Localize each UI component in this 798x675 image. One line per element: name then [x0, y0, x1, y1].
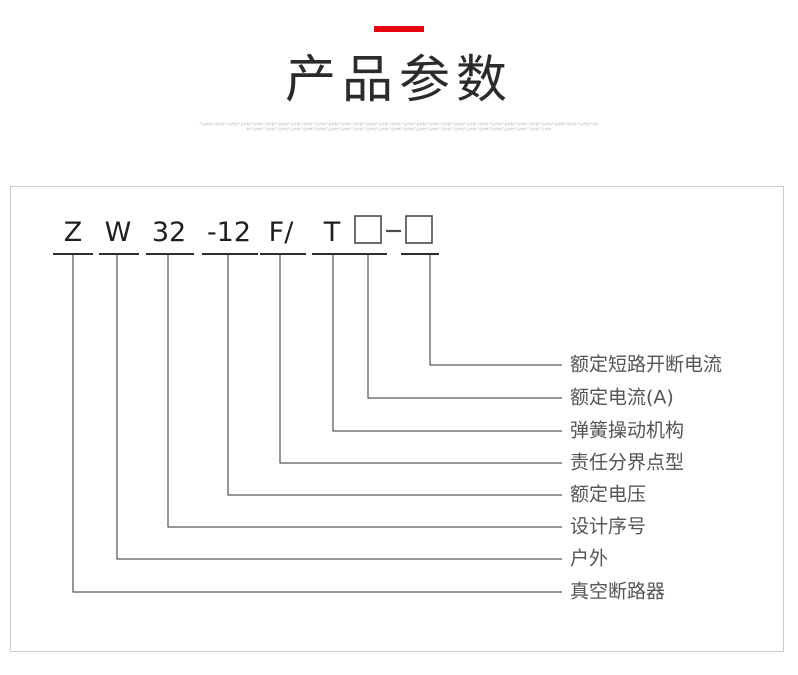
- model-code-row: Z W 32 -12 F/ T: [64, 215, 433, 248]
- label-vacuum-breaker: 真空断路器: [570, 581, 665, 603]
- leader-labels: 额定短路开断电流 额定电流(A) 弹簧操动机构 责任分界点型 额定电压 设计序号…: [570, 354, 722, 603]
- label-breaking-current: 额定短路开断电流: [570, 354, 722, 376]
- label-rated-current: 额定电流(A): [570, 387, 674, 409]
- model-segment-placeholder-box-1: [354, 215, 382, 244]
- page-title: 产品参数: [284, 51, 513, 110]
- model-segment-w: W: [105, 217, 132, 248]
- model-segment-z: Z: [64, 217, 83, 248]
- model-segment-f: F/: [269, 217, 295, 248]
- label-design-serial: 设计序号: [570, 516, 646, 538]
- model-segment-placeholder-box-2: [405, 215, 433, 244]
- label-rated-voltage: 额定电压: [570, 484, 646, 506]
- accent-bar: [374, 26, 424, 32]
- decorative-micro-text: 产品参数产品参数产品参数产品参数产品参数产品参数产品参数产品参数产品参数产品参数…: [199, 122, 599, 132]
- leader-line-spring-mechanism: [332, 254, 562, 432]
- model-segment-12: -12: [207, 217, 251, 248]
- leader-line-design-serial: [167, 254, 562, 528]
- leader-line-rated-current: [367, 254, 562, 399]
- leader-line-demarcation-type: [279, 254, 562, 464]
- model-segment-32: 32: [152, 217, 186, 248]
- leader-line-outdoor: [116, 254, 562, 560]
- diagram-panel: [10, 186, 784, 652]
- leader-line-breaking-current: [429, 254, 562, 366]
- leader-line-rated-voltage: [227, 254, 562, 496]
- model-segment-t: T: [323, 217, 341, 248]
- leader-lines: [72, 254, 562, 593]
- label-demarcation-type: 责任分界点型: [570, 452, 684, 474]
- model-designation-diagram: Z W 32 -12 F/ T: [53, 215, 722, 603]
- leader-line-vacuum-breaker: [72, 254, 562, 593]
- label-spring-mechanism: 弹簧操动机构: [570, 420, 684, 442]
- label-outdoor: 户外: [570, 548, 608, 570]
